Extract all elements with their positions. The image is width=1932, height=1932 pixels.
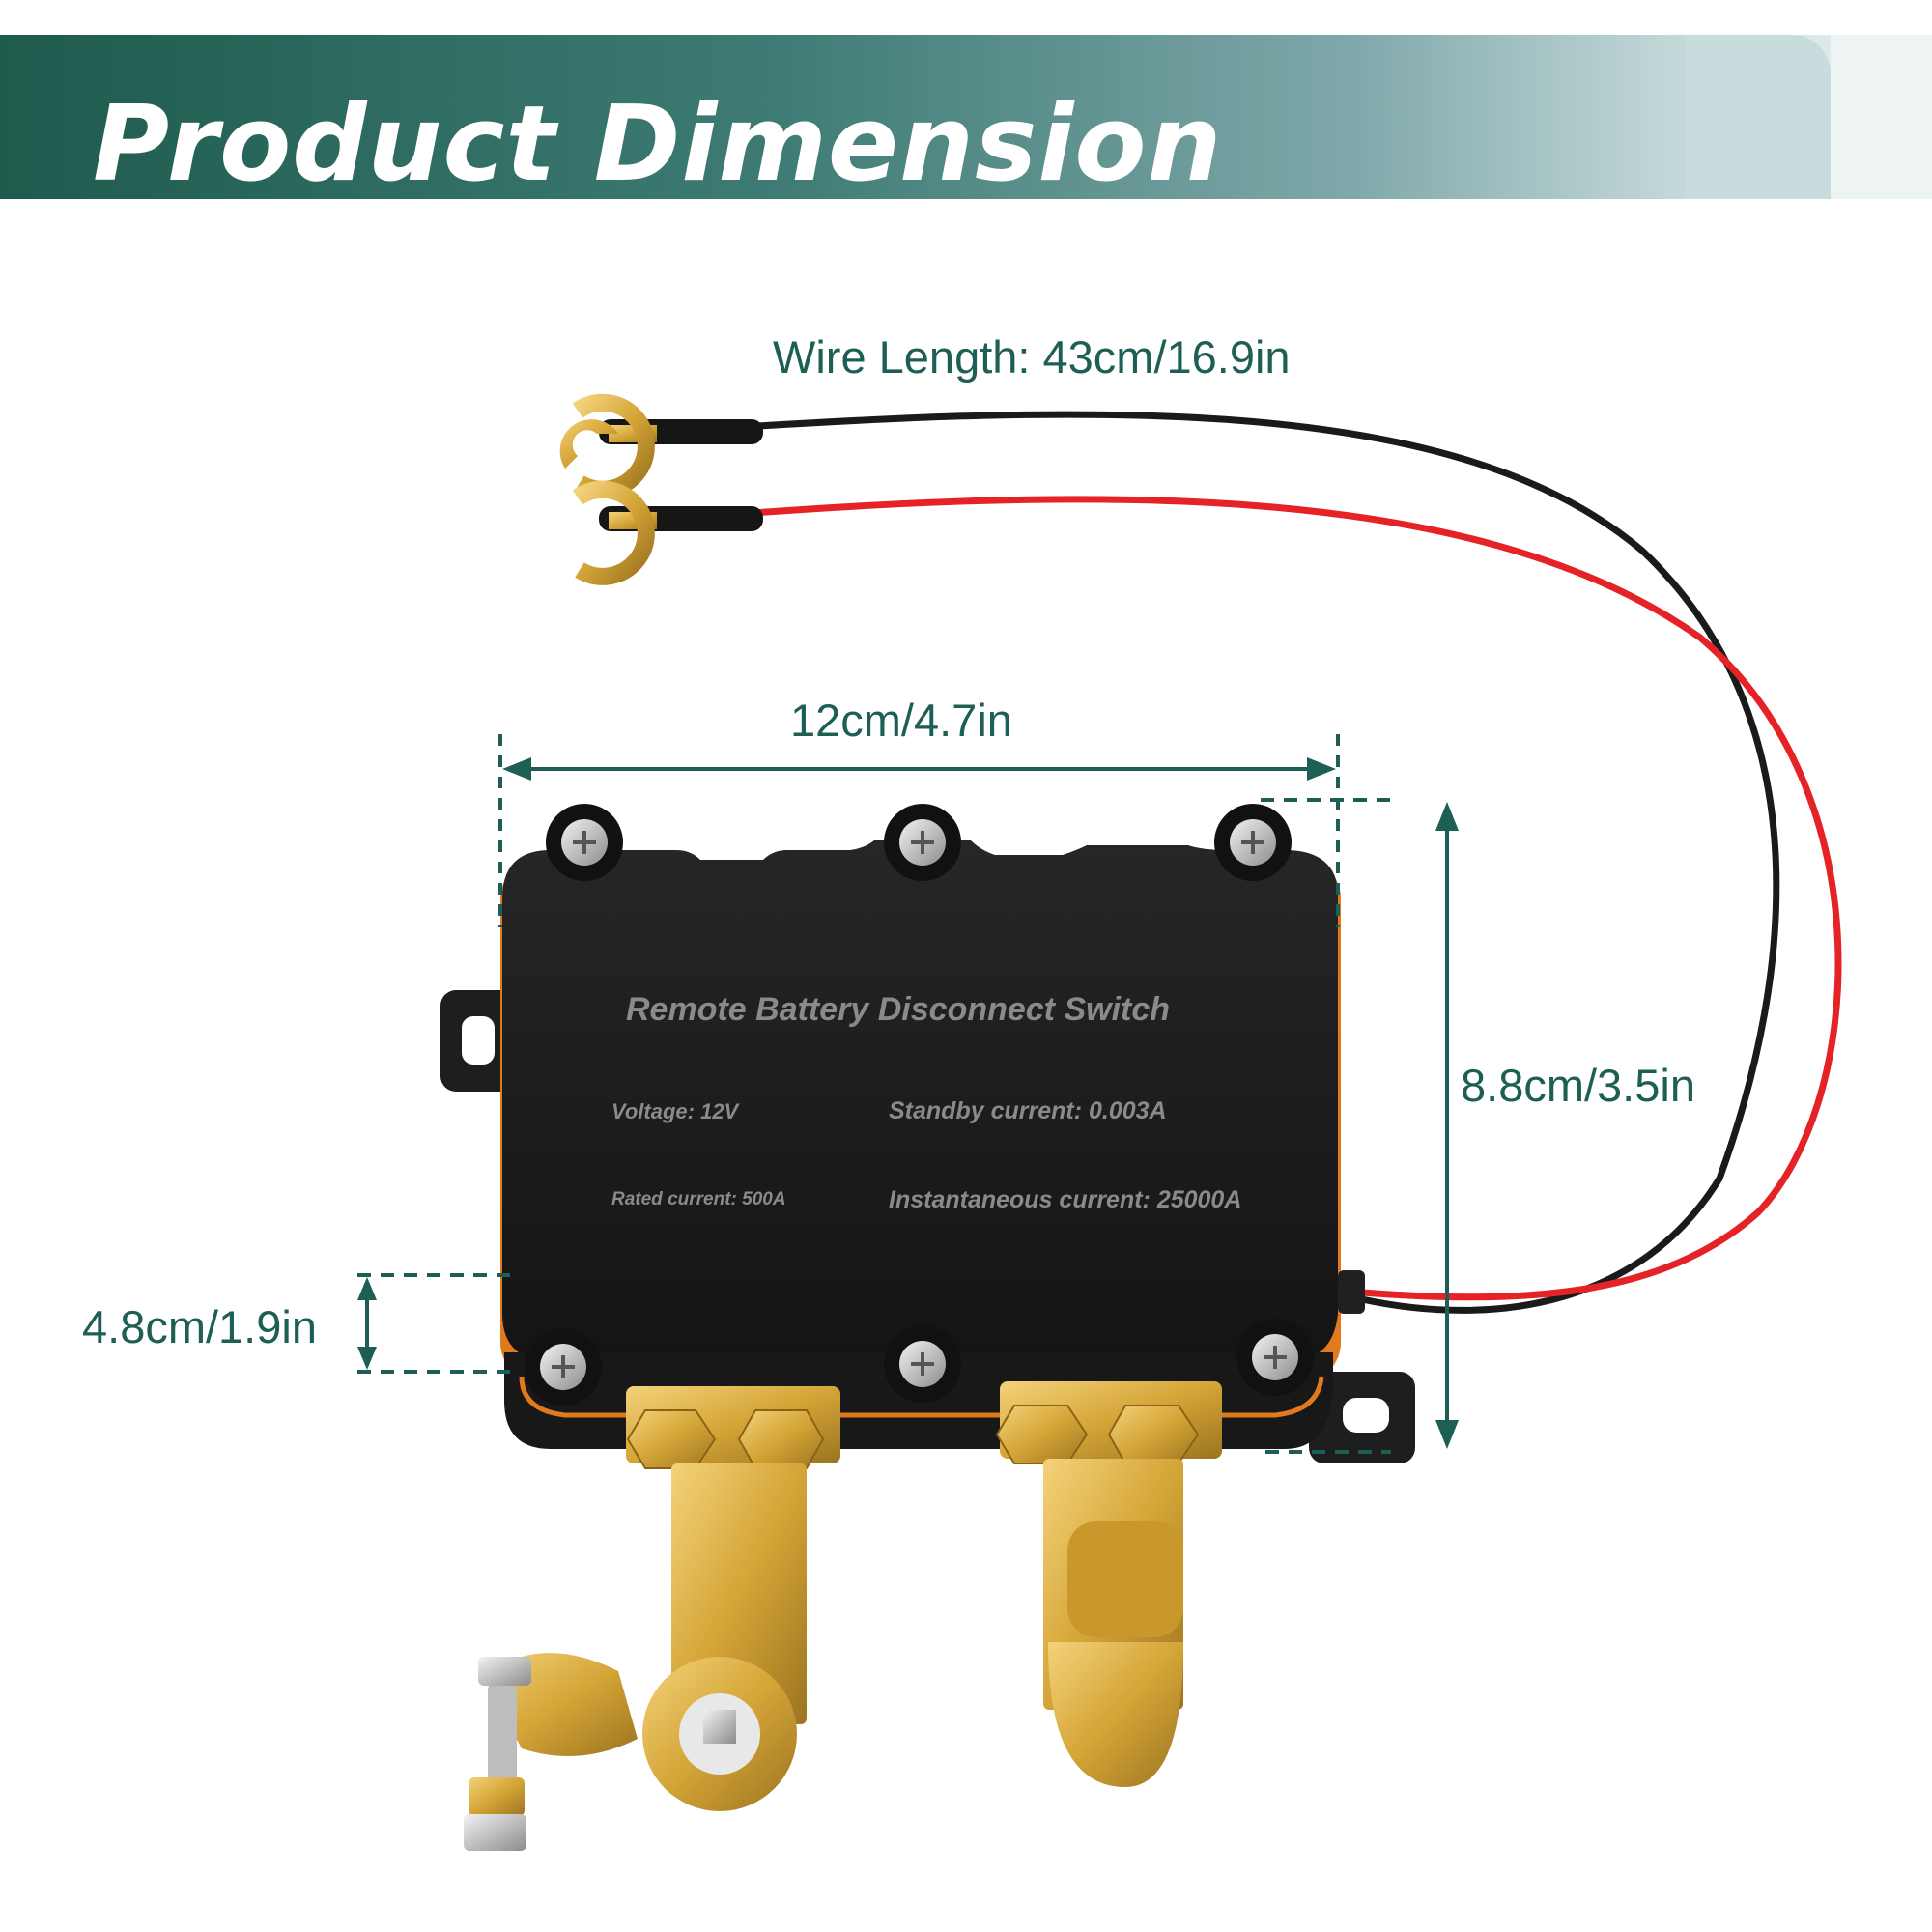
device-title: Remote Battery Disconnect Switch [626,991,1171,1028]
fork-terminal-black [559,393,657,498]
height-label: 8.8cm/3.5in [1461,1060,1695,1111]
red-wire [675,496,1842,1301]
standby-current-spec: Standby current: 0.003A [889,1097,1167,1124]
rated-current-spec: Rated current: 500A [611,1189,786,1209]
terminal-right [995,1381,1222,1787]
screw-top-center [884,804,961,881]
banner-tab [1686,35,1831,199]
page-title: Product Dimension [93,84,1223,205]
battery-clamp [464,1653,797,1851]
device-body [502,840,1338,1362]
screw-bottom-center [884,1325,961,1403]
height-dimension [1261,798,1459,1454]
screw-top-right [1214,804,1292,881]
width-dimension [498,734,1340,927]
cable-gland [1338,1270,1365,1314]
terminal-label: 4.8cm/1.9in [82,1301,317,1352]
voltage-spec: Voltage: 12V [611,1099,739,1123]
black-wire [666,411,1780,1314]
width-label: 12cm/4.7in [790,695,1012,746]
screw-top-left [546,804,623,881]
fork-terminal-red [572,480,657,585]
terminal-dimension [357,1273,517,1374]
screw-bottom-right [1236,1319,1314,1396]
instantaneous-current-spec: Instantaneous current: 25000A [889,1186,1242,1213]
screw-bottom-left [525,1328,602,1406]
banner-tab-end [1831,35,1932,199]
header-banner: Product Dimension [0,35,1932,199]
wire-length-label: Wire Length: 43cm/16.9in [773,331,1291,383]
